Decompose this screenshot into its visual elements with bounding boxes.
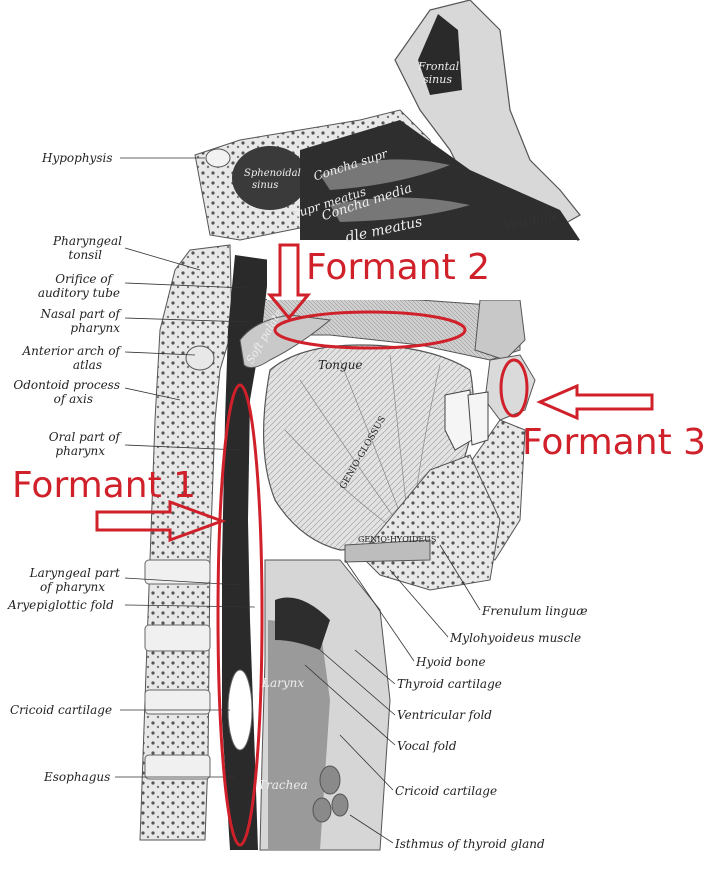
- pharyngeal-tonsil-label-1: Pharyngeal: [53, 234, 122, 248]
- formant-2-arrow: [266, 243, 312, 321]
- laryngeal-part-label-1: Laryngeal part: [29, 566, 120, 580]
- tongue-label: Tongue: [318, 358, 363, 372]
- nasal-part-label-2: pharynx: [70, 321, 120, 335]
- pharyngeal-tonsil-label-2: tonsil: [68, 248, 102, 262]
- aryepiglottic-fold-label: Aryepiglottic fold: [8, 598, 114, 612]
- oral-part-label-2: pharynx: [55, 444, 105, 458]
- formant-annotations: [95, 243, 654, 847]
- geniohyoideus-label: GENIO-HYOIDEUS: [358, 535, 437, 544]
- formant-2-ellipse: [273, 310, 467, 350]
- leader-lines-left: [115, 157, 256, 778]
- orifice-label-1: Orifice of: [55, 272, 112, 286]
- cricoid-cartilage-right-label: Cricoid cartilage: [395, 784, 498, 798]
- hyoid-bone-label: Hyoid bone: [416, 655, 486, 669]
- trachea-label: Trachea: [258, 778, 308, 792]
- formant-3-arrow: [536, 383, 654, 421]
- oral-part-label-1: Oral part of: [48, 430, 120, 444]
- esophagus-label: Esophagus: [44, 770, 111, 784]
- larynx-label: Larynx: [262, 676, 305, 690]
- anterior-arch-label-2: atlas: [72, 358, 102, 372]
- frenulum-linguae-label: Frenulum linguæ: [482, 604, 588, 618]
- mylohyoideus-muscle-label: Mylohyoideus muscle: [450, 631, 582, 645]
- odontoid-label-1: Odontoid process: [13, 378, 120, 392]
- formant-1-ellipse: [216, 383, 264, 847]
- odontoid-label-2: of axis: [53, 392, 93, 406]
- formant-1-arrow: [95, 499, 227, 543]
- sphenoidal-sinus-label-1: Sphenoidal: [244, 168, 301, 179]
- formant-3-label: Formant 3: [522, 422, 707, 463]
- cervical-spine: [139, 244, 233, 841]
- formant-1-label: Formant 1: [12, 465, 197, 506]
- vocal-fold-label: Vocal fold: [397, 739, 457, 753]
- isthmus-thyroid-label: Isthmus of thyroid gland: [395, 837, 545, 851]
- frontal-sinus-label-2: sinus: [423, 73, 452, 86]
- frontal-sinus-label-1: Frontal: [418, 60, 460, 73]
- formant-2-label: Formant 2: [306, 247, 491, 288]
- formant-2-label-bg: [267, 240, 577, 300]
- ventricular-fold-label: Ventricular fold: [397, 708, 492, 722]
- thyroid-cartilage-label: Thyroid cartilage: [397, 677, 502, 691]
- nasal-cavity: [300, 120, 580, 250]
- cricoid-cartilage-left-label: Cricoid cartilage: [10, 703, 113, 717]
- anterior-arch-label-1: Anterior arch of: [22, 344, 121, 358]
- nasal-part-label-1: Nasal part of: [40, 307, 121, 321]
- larynx-trachea: [227, 559, 391, 851]
- leader-lines-right: [304, 544, 481, 844]
- laryngeal-part-label-2: of pharynx: [39, 580, 105, 594]
- hypophysis-label: Hypophysis: [42, 151, 113, 165]
- orifice-label-2: auditory tube: [37, 286, 120, 300]
- frontal-bone: [394, 0, 581, 236]
- mandible: [344, 454, 501, 591]
- formant-3-ellipse: [499, 358, 529, 418]
- sphenoidal-sinus-label-2: sinus: [252, 180, 279, 191]
